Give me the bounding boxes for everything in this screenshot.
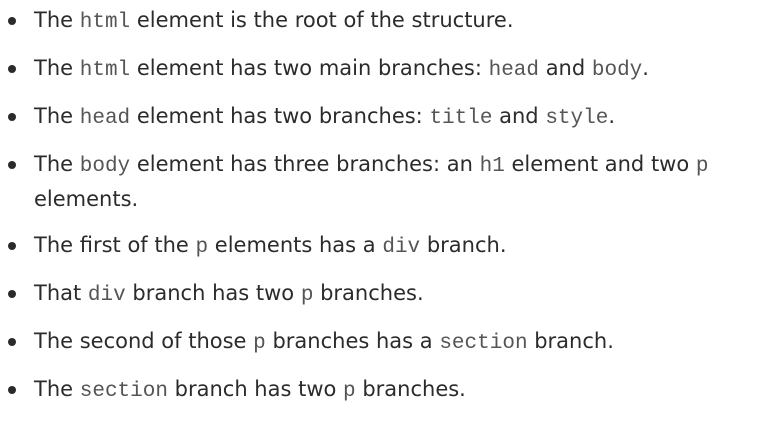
bullet-icon — [8, 338, 16, 346]
text: elements has a — [208, 233, 383, 257]
code-term: head — [79, 107, 131, 130]
list-item: The section branch has two p branches. — [0, 373, 774, 408]
list-item: The head element has two branches: title… — [0, 100, 774, 135]
list-item: The html element is the root of the stru… — [0, 4, 774, 39]
code-term: head — [488, 59, 540, 82]
list-item: The html element has two main branches: … — [0, 52, 774, 87]
text: The — [34, 152, 80, 176]
text: element and two — [504, 152, 696, 176]
text: branch. — [420, 233, 507, 257]
list-item: The body element has three branches: an … — [0, 148, 774, 216]
list-item: The second of those p branches has a sec… — [0, 325, 774, 360]
text: branch has two — [125, 281, 301, 305]
code-term: p — [300, 284, 314, 307]
text: The first of the — [34, 233, 196, 257]
text: branches. — [313, 281, 424, 305]
code-term: p — [253, 332, 266, 355]
code-term: html — [79, 11, 131, 34]
text: branch. — [527, 329, 614, 353]
bullet-icon — [8, 386, 16, 394]
text: element is the root of the structure. — [130, 8, 514, 32]
text: The — [34, 56, 80, 80]
code-term: html — [79, 59, 131, 82]
list-item: That div branch has two p branches. — [0, 277, 774, 312]
bullet-icon — [8, 113, 16, 121]
code-term: p — [695, 155, 709, 178]
text: That — [34, 281, 88, 305]
text: The second of those — [34, 329, 254, 353]
text: branches. — [355, 377, 466, 401]
text: branches has a — [265, 329, 440, 353]
code-term: style — [545, 107, 609, 130]
code-term: div — [87, 284, 126, 307]
text: The — [34, 377, 80, 401]
code-term: section — [79, 380, 168, 403]
text: elements. — [34, 187, 139, 211]
text: branch has two — [167, 377, 344, 401]
text: element has three branches: an — [130, 152, 480, 176]
code-term: h1 — [479, 155, 505, 178]
bullet-list: The html element is the root of the stru… — [0, 4, 784, 408]
list-item: The first of the p elements has a div br… — [0, 229, 774, 264]
code-term: body — [79, 155, 131, 178]
text: The — [34, 8, 80, 32]
text: element has two branches: — [130, 104, 430, 128]
code-term: title — [429, 107, 493, 130]
code-term: p — [343, 380, 356, 403]
code-term: p — [195, 236, 209, 259]
text: . — [642, 56, 649, 80]
bullet-icon — [8, 161, 16, 169]
text: The — [34, 104, 80, 128]
text: . — [608, 104, 616, 128]
text: and — [539, 56, 592, 80]
bullet-icon — [8, 290, 16, 298]
code-term: section — [439, 332, 528, 355]
bullet-icon — [8, 17, 16, 25]
text: and — [492, 104, 546, 128]
bullet-icon — [8, 242, 16, 250]
bullet-icon — [8, 65, 16, 73]
text: element has two main branches: — [130, 56, 489, 80]
code-term: div — [382, 236, 421, 259]
code-term: body — [591, 59, 643, 82]
